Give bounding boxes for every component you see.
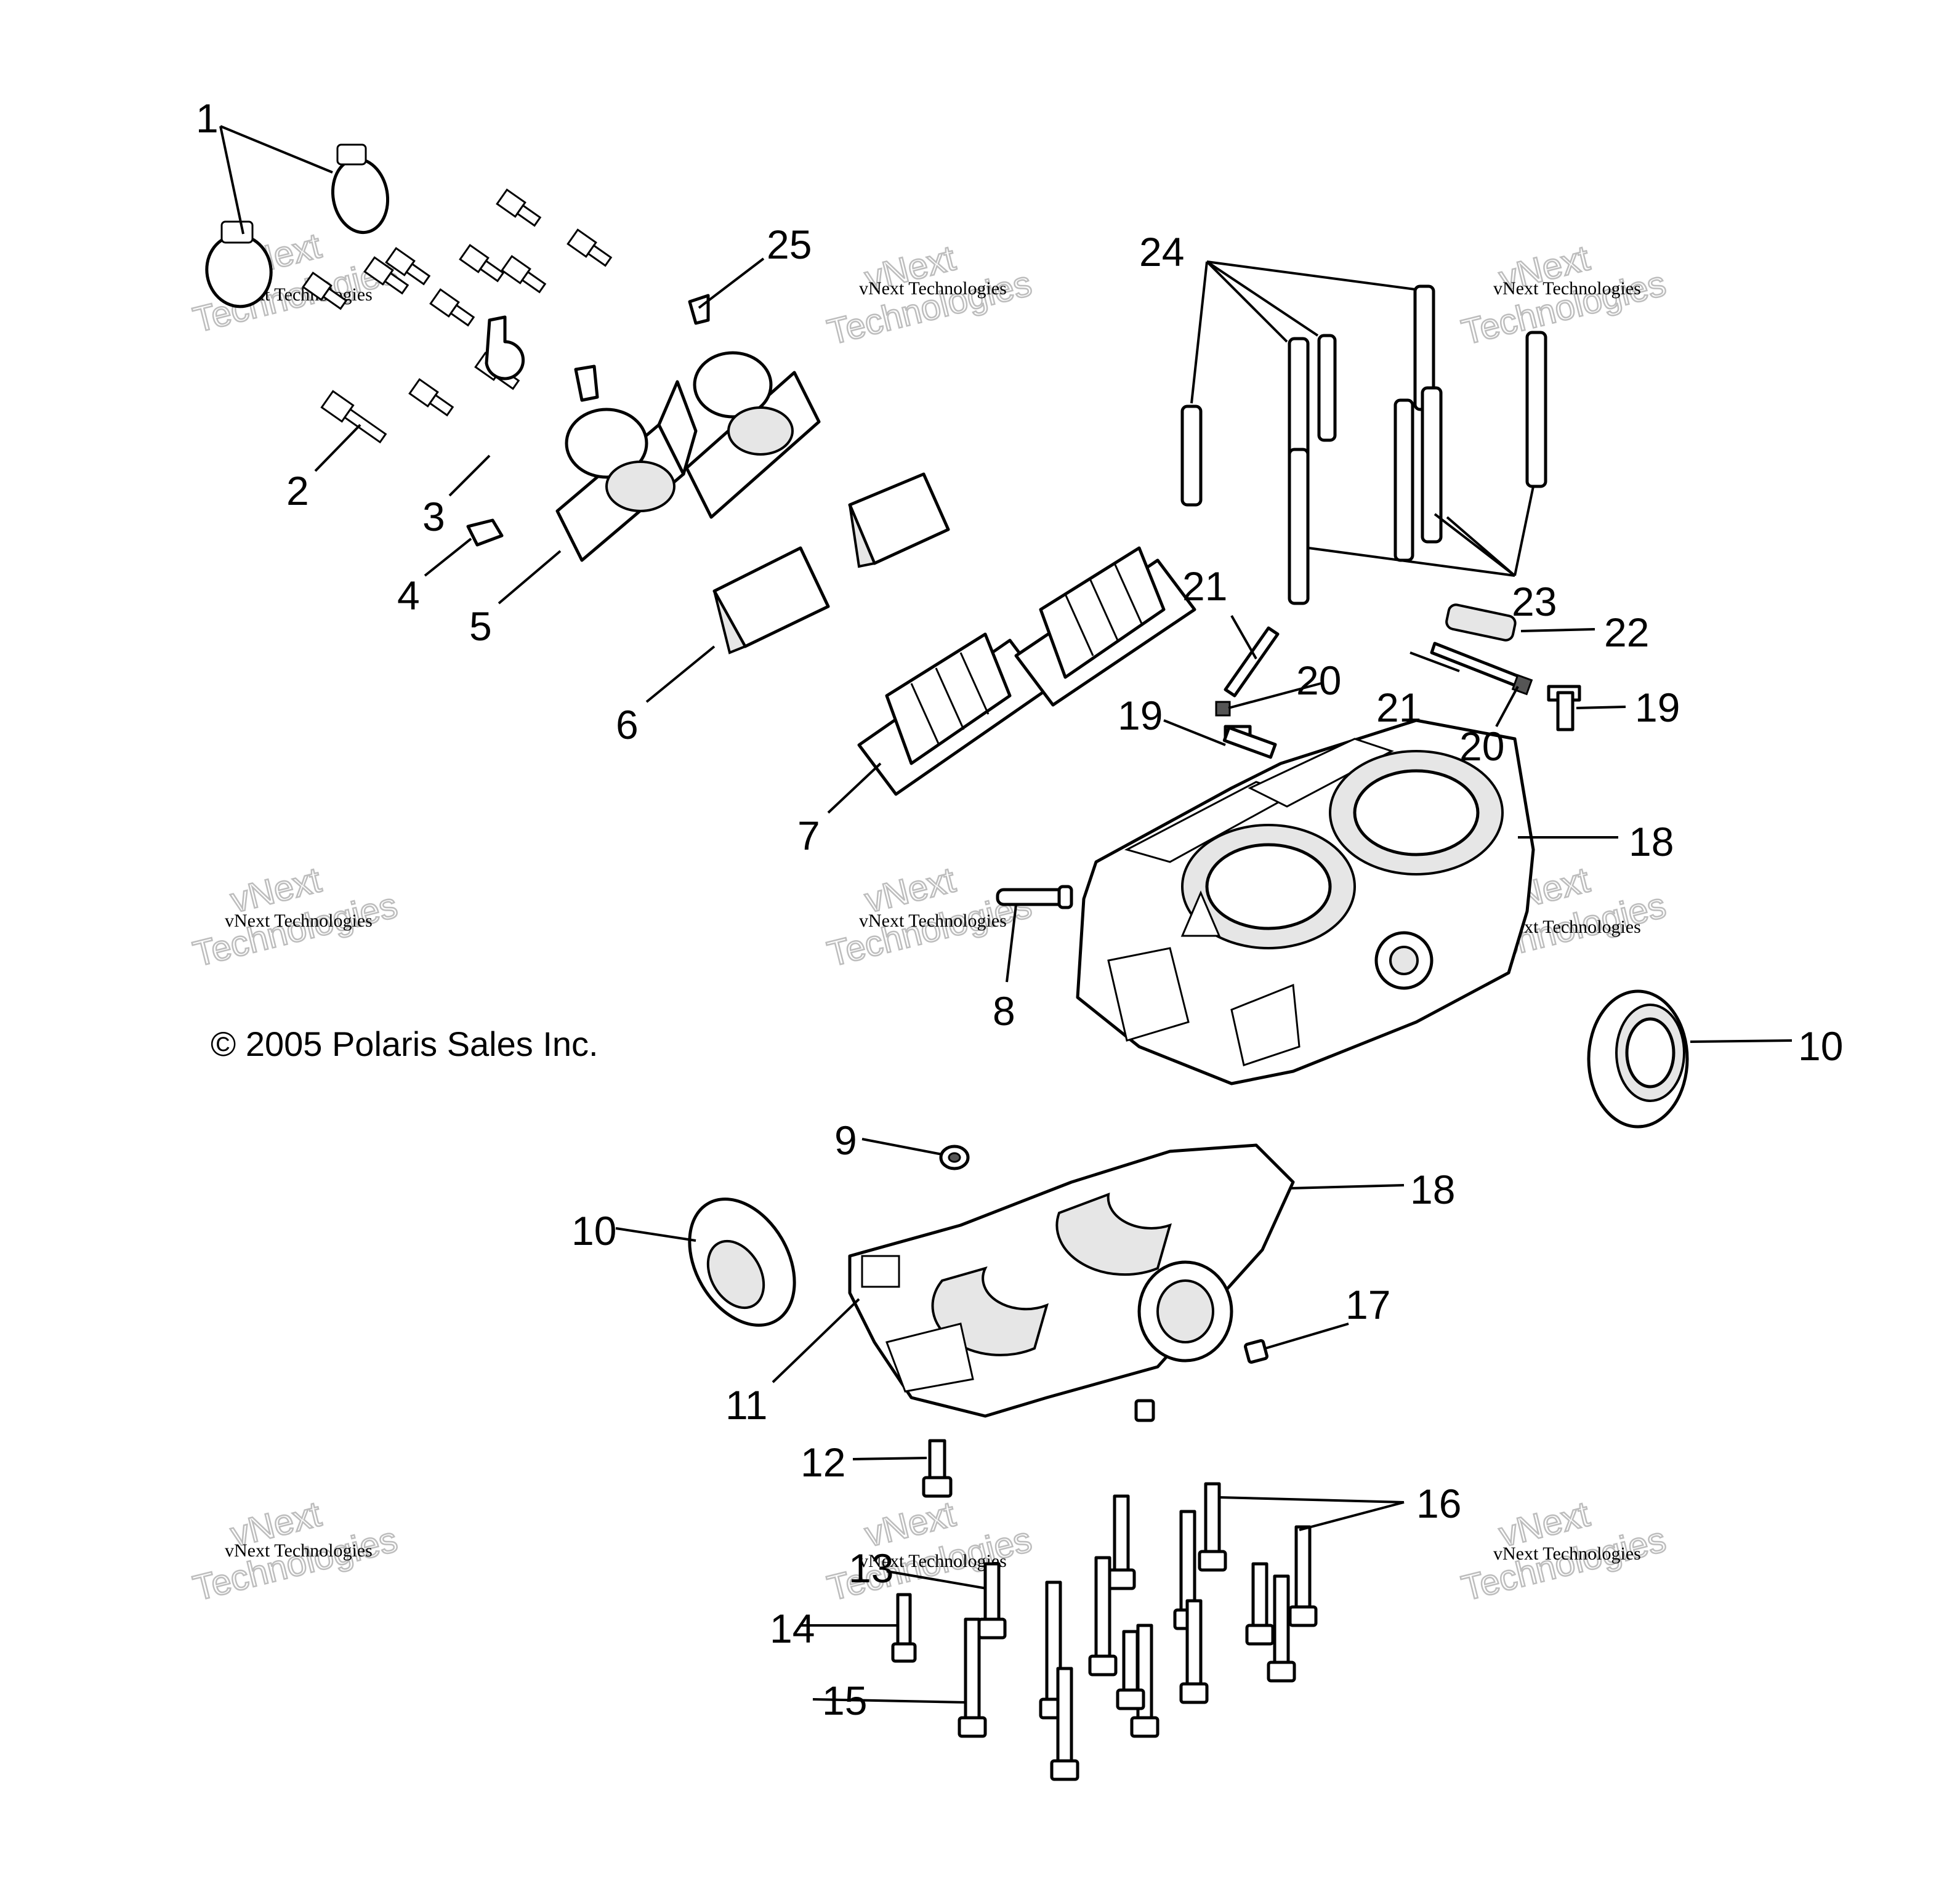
nut-part bbox=[939, 1145, 970, 1170]
callout-14: 14 bbox=[770, 1606, 815, 1651]
callout-2: 2 bbox=[286, 468, 309, 513]
callout-16: 16 bbox=[1416, 1481, 1461, 1526]
drain-plug-part bbox=[1244, 1339, 1268, 1364]
callout-1: 1 bbox=[196, 95, 219, 141]
callout-23: 23 bbox=[1512, 579, 1557, 624]
hose-clamp-part bbox=[205, 143, 390, 308]
crank-seal-left-part bbox=[688, 1198, 796, 1327]
leader-lines bbox=[219, 125, 1793, 1704]
callout-8: 8 bbox=[993, 988, 1015, 1034]
crank-seal-right-part bbox=[1587, 989, 1689, 1129]
long-bolt-part bbox=[891, 1482, 1318, 1781]
callout-20-left: 20 bbox=[1296, 658, 1341, 703]
callout-10-right: 10 bbox=[1798, 1023, 1843, 1069]
callout-22: 22 bbox=[1604, 610, 1649, 655]
callout-18-lower: 18 bbox=[1410, 1167, 1455, 1212]
callout-4: 4 bbox=[397, 573, 420, 618]
dowel-pin-part bbox=[996, 885, 1073, 909]
callout-21-upper: 21 bbox=[1182, 563, 1227, 609]
lower-crankcase-part bbox=[848, 1143, 1295, 1418]
plug-part bbox=[1134, 1399, 1155, 1422]
callout-25: 25 bbox=[767, 222, 812, 267]
bolt-cluster-part bbox=[302, 188, 613, 444]
watermark-text: vNext Technologies bbox=[859, 1551, 1007, 1571]
callout-20-right: 20 bbox=[1459, 723, 1504, 769]
reed-adapter-part bbox=[555, 351, 821, 562]
callout-19-left: 19 bbox=[1118, 693, 1163, 738]
watermark-mid-center: Technologies vNext bbox=[823, 859, 1036, 975]
callout-12: 12 bbox=[801, 1439, 845, 1485]
stud-part bbox=[1180, 284, 1547, 605]
watermark-text: vNext Technologies bbox=[225, 1540, 373, 1561]
callout-19-right: 19 bbox=[1635, 685, 1680, 730]
watermark-text: vNext Technologies bbox=[859, 911, 1007, 931]
callout-13: 13 bbox=[849, 1545, 893, 1591]
rod-spring-fitting-part bbox=[1215, 603, 1581, 759]
bolt-12-part bbox=[922, 1439, 953, 1498]
callout-10-left: 10 bbox=[571, 1208, 616, 1254]
callout-6: 6 bbox=[616, 702, 639, 747]
callout-15: 15 bbox=[822, 1678, 867, 1723]
watermark-text: vNext Technologies bbox=[859, 278, 1007, 299]
callout-18-upper: 18 bbox=[1629, 819, 1674, 864]
watermark-text: vNext Technologies bbox=[225, 911, 373, 931]
callout-9: 9 bbox=[834, 1117, 857, 1163]
callout-3: 3 bbox=[422, 494, 445, 539]
reed-block-part bbox=[857, 546, 1196, 796]
callout-17: 17 bbox=[1345, 1282, 1390, 1327]
callout-21-lower: 21 bbox=[1376, 685, 1421, 730]
watermark-mid-left: Technologies vNext bbox=[188, 859, 402, 975]
copyright-notice: © 2005 Polaris Sales Inc. bbox=[211, 1024, 599, 1063]
upper-crankcase-part bbox=[1076, 719, 1535, 1085]
reed-stop-part bbox=[712, 472, 950, 654]
watermark-text: vNext Technologies bbox=[1493, 278, 1641, 299]
callout-5: 5 bbox=[469, 603, 492, 649]
callout-7: 7 bbox=[797, 813, 820, 858]
callout-24: 24 bbox=[1139, 229, 1184, 275]
watermark-text: vNext Technologies bbox=[1493, 1544, 1641, 1564]
bracket-part bbox=[466, 294, 710, 547]
callout-11: 11 bbox=[725, 1382, 768, 1428]
